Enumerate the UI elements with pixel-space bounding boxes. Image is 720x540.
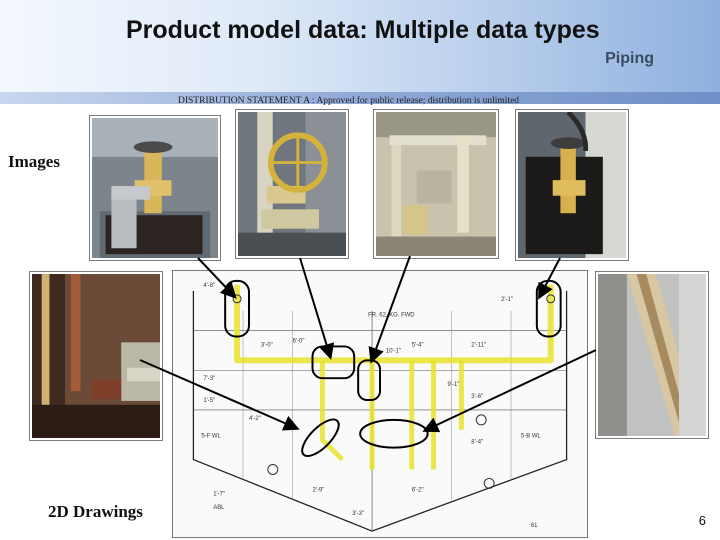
drawing-sheet-mark: 61 — [531, 523, 538, 529]
drawing-note: 7'-3" — [203, 376, 215, 382]
drawing-note: 6'-2" — [412, 487, 424, 493]
slide-title: Product model data: Multiple data types — [126, 16, 600, 44]
drawing-note: 2'-11" — [471, 342, 486, 348]
photo-lower-right-overhead — [596, 272, 708, 438]
piping-2d-drawing: FR. 62, KG. FWD 4'-8" 2'-1" 3'-0" 6'-0" … — [172, 270, 588, 538]
drawing-note: 3'-3" — [352, 511, 364, 517]
drawing-note: 9'-1" — [447, 382, 459, 388]
drawing-frame-note: FR. 62, KG. FWD — [368, 313, 415, 319]
drawing-note: 8'-4" — [471, 440, 483, 446]
drawing-note: 3'-6" — [471, 394, 483, 400]
title-rule — [0, 92, 720, 104]
drawing-note: 5-B WL — [521, 434, 541, 440]
drawing-note: 5'-4" — [412, 342, 424, 348]
drawings-label: 2D Drawings — [48, 502, 143, 521]
drawing-note: 2'-1" — [501, 297, 513, 303]
slide-subtitle: Piping — [605, 50, 654, 67]
drawing-note: 6'-0" — [293, 338, 305, 344]
title-band — [0, 0, 720, 96]
photo-lower-left-piping — [30, 272, 162, 440]
photo-pipe-compartment — [374, 110, 498, 258]
photo-valve-trough — [90, 116, 220, 260]
photo-handwheel-valve — [236, 110, 348, 258]
drawing-note: 4'-8" — [203, 283, 215, 289]
drawing-note: 5-F WL — [201, 434, 221, 440]
drawing-note: ABL — [213, 505, 225, 511]
photo-valve-bulkhead — [516, 110, 628, 260]
drawing-note: 10'-1" — [386, 348, 401, 354]
drawing-note: 4'-2" — [249, 416, 261, 422]
drawing-note: 2'-9" — [313, 487, 325, 493]
drawing-note: 3'-0" — [261, 342, 273, 348]
drawing-note: 1'-5" — [203, 398, 215, 404]
page-number: 6 — [698, 513, 706, 528]
images-label: Images — [8, 152, 60, 171]
drawing-note: 1'-7" — [213, 491, 225, 497]
distribution-statement: DISTRIBUTION STATEMENT A : Approved for … — [178, 96, 520, 106]
